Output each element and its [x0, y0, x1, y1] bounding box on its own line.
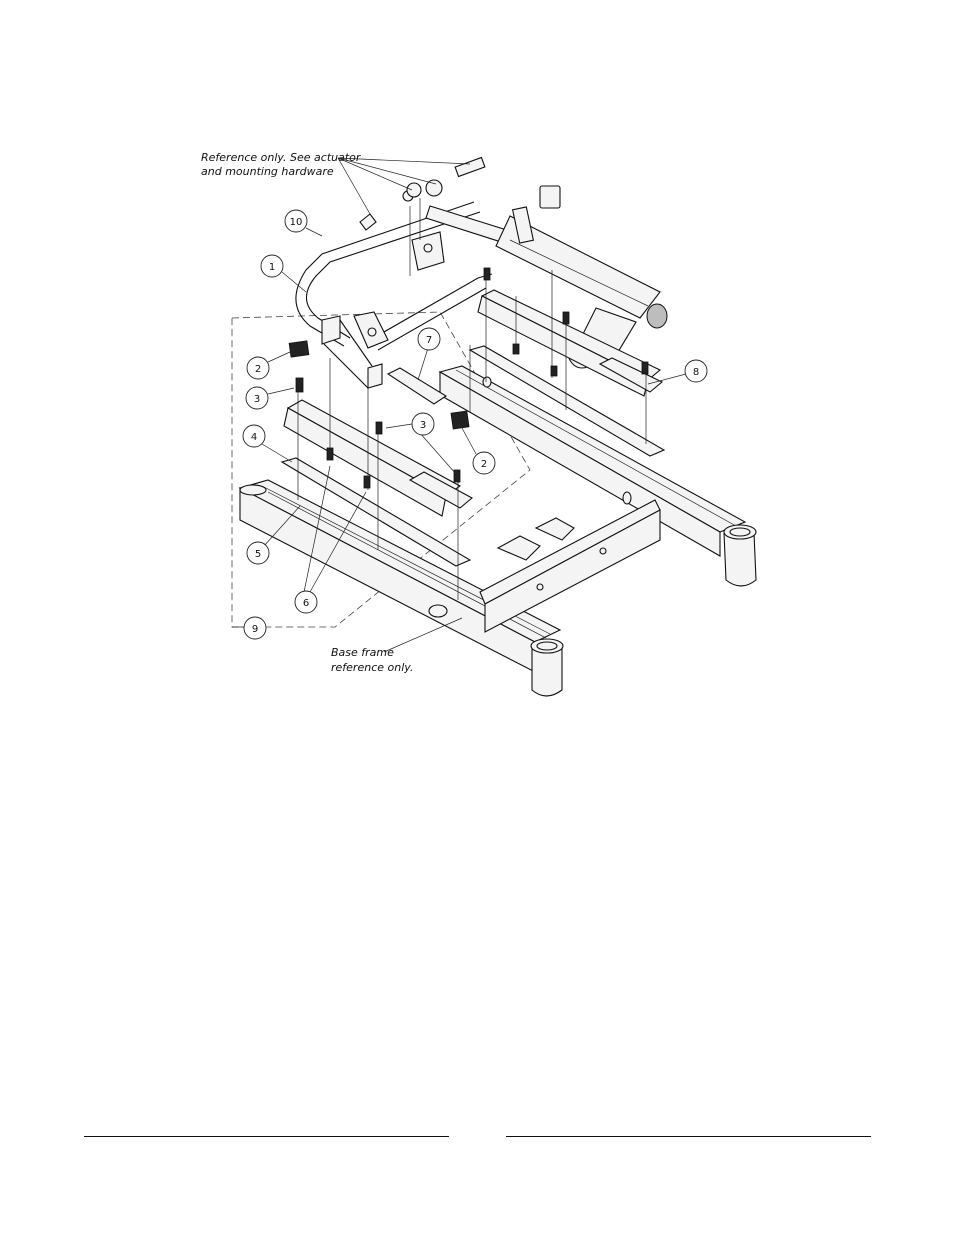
callout-3b: 3	[385, 412, 457, 475]
svg-text:7: 7	[426, 335, 432, 346]
left-seat-rail	[280, 399, 473, 567]
svg-text:3: 3	[420, 420, 426, 431]
svg-text:2: 2	[255, 364, 261, 375]
svg-text:2: 2	[481, 459, 487, 470]
callout-3a: 3	[245, 386, 295, 410]
annotation-actuator-note: Reference only. See actuator and mountin…	[201, 151, 471, 215]
base-note-line1: Base frame	[331, 646, 394, 659]
subassembly-dashed-outline	[231, 311, 531, 628]
svg-text:1: 1	[269, 262, 275, 273]
annotation-base-note: Base frame reference only.	[331, 617, 463, 674]
callout-2a: 2	[246, 351, 291, 380]
svg-text:3: 3	[254, 394, 260, 405]
base-note-line2: reference only.	[331, 661, 413, 674]
callout-8: 8	[647, 359, 708, 385]
seat-frame	[295, 201, 493, 389]
footer-rule-left	[84, 1136, 449, 1137]
callout-2b: 2	[461, 427, 496, 475]
svg-text:6: 6	[303, 598, 309, 609]
callout-10: 10	[284, 209, 323, 237]
right-seat-rail	[468, 289, 666, 457]
callout-5: 5	[246, 505, 301, 565]
svg-text:4: 4	[251, 432, 257, 443]
spacer-plate	[288, 340, 470, 430]
svg-text:8: 8	[693, 367, 699, 378]
callout-9: 9	[232, 616, 267, 640]
base-frame	[238, 345, 757, 697]
svg-text:9: 9	[252, 624, 258, 635]
actuator-note-line2: and mounting hardware	[201, 165, 334, 178]
actuator-note-line1: Reference only. See actuator	[201, 151, 362, 164]
callout-4: 4	[242, 424, 293, 463]
callout-6: 6	[294, 465, 367, 614]
callout-7: 7	[417, 327, 441, 381]
svg-text:5: 5	[255, 549, 261, 560]
svg-text:10: 10	[290, 217, 303, 228]
explode-lines	[297, 198, 647, 600]
footer-rule-right	[506, 1136, 871, 1137]
callout-1: 1	[260, 254, 307, 293]
